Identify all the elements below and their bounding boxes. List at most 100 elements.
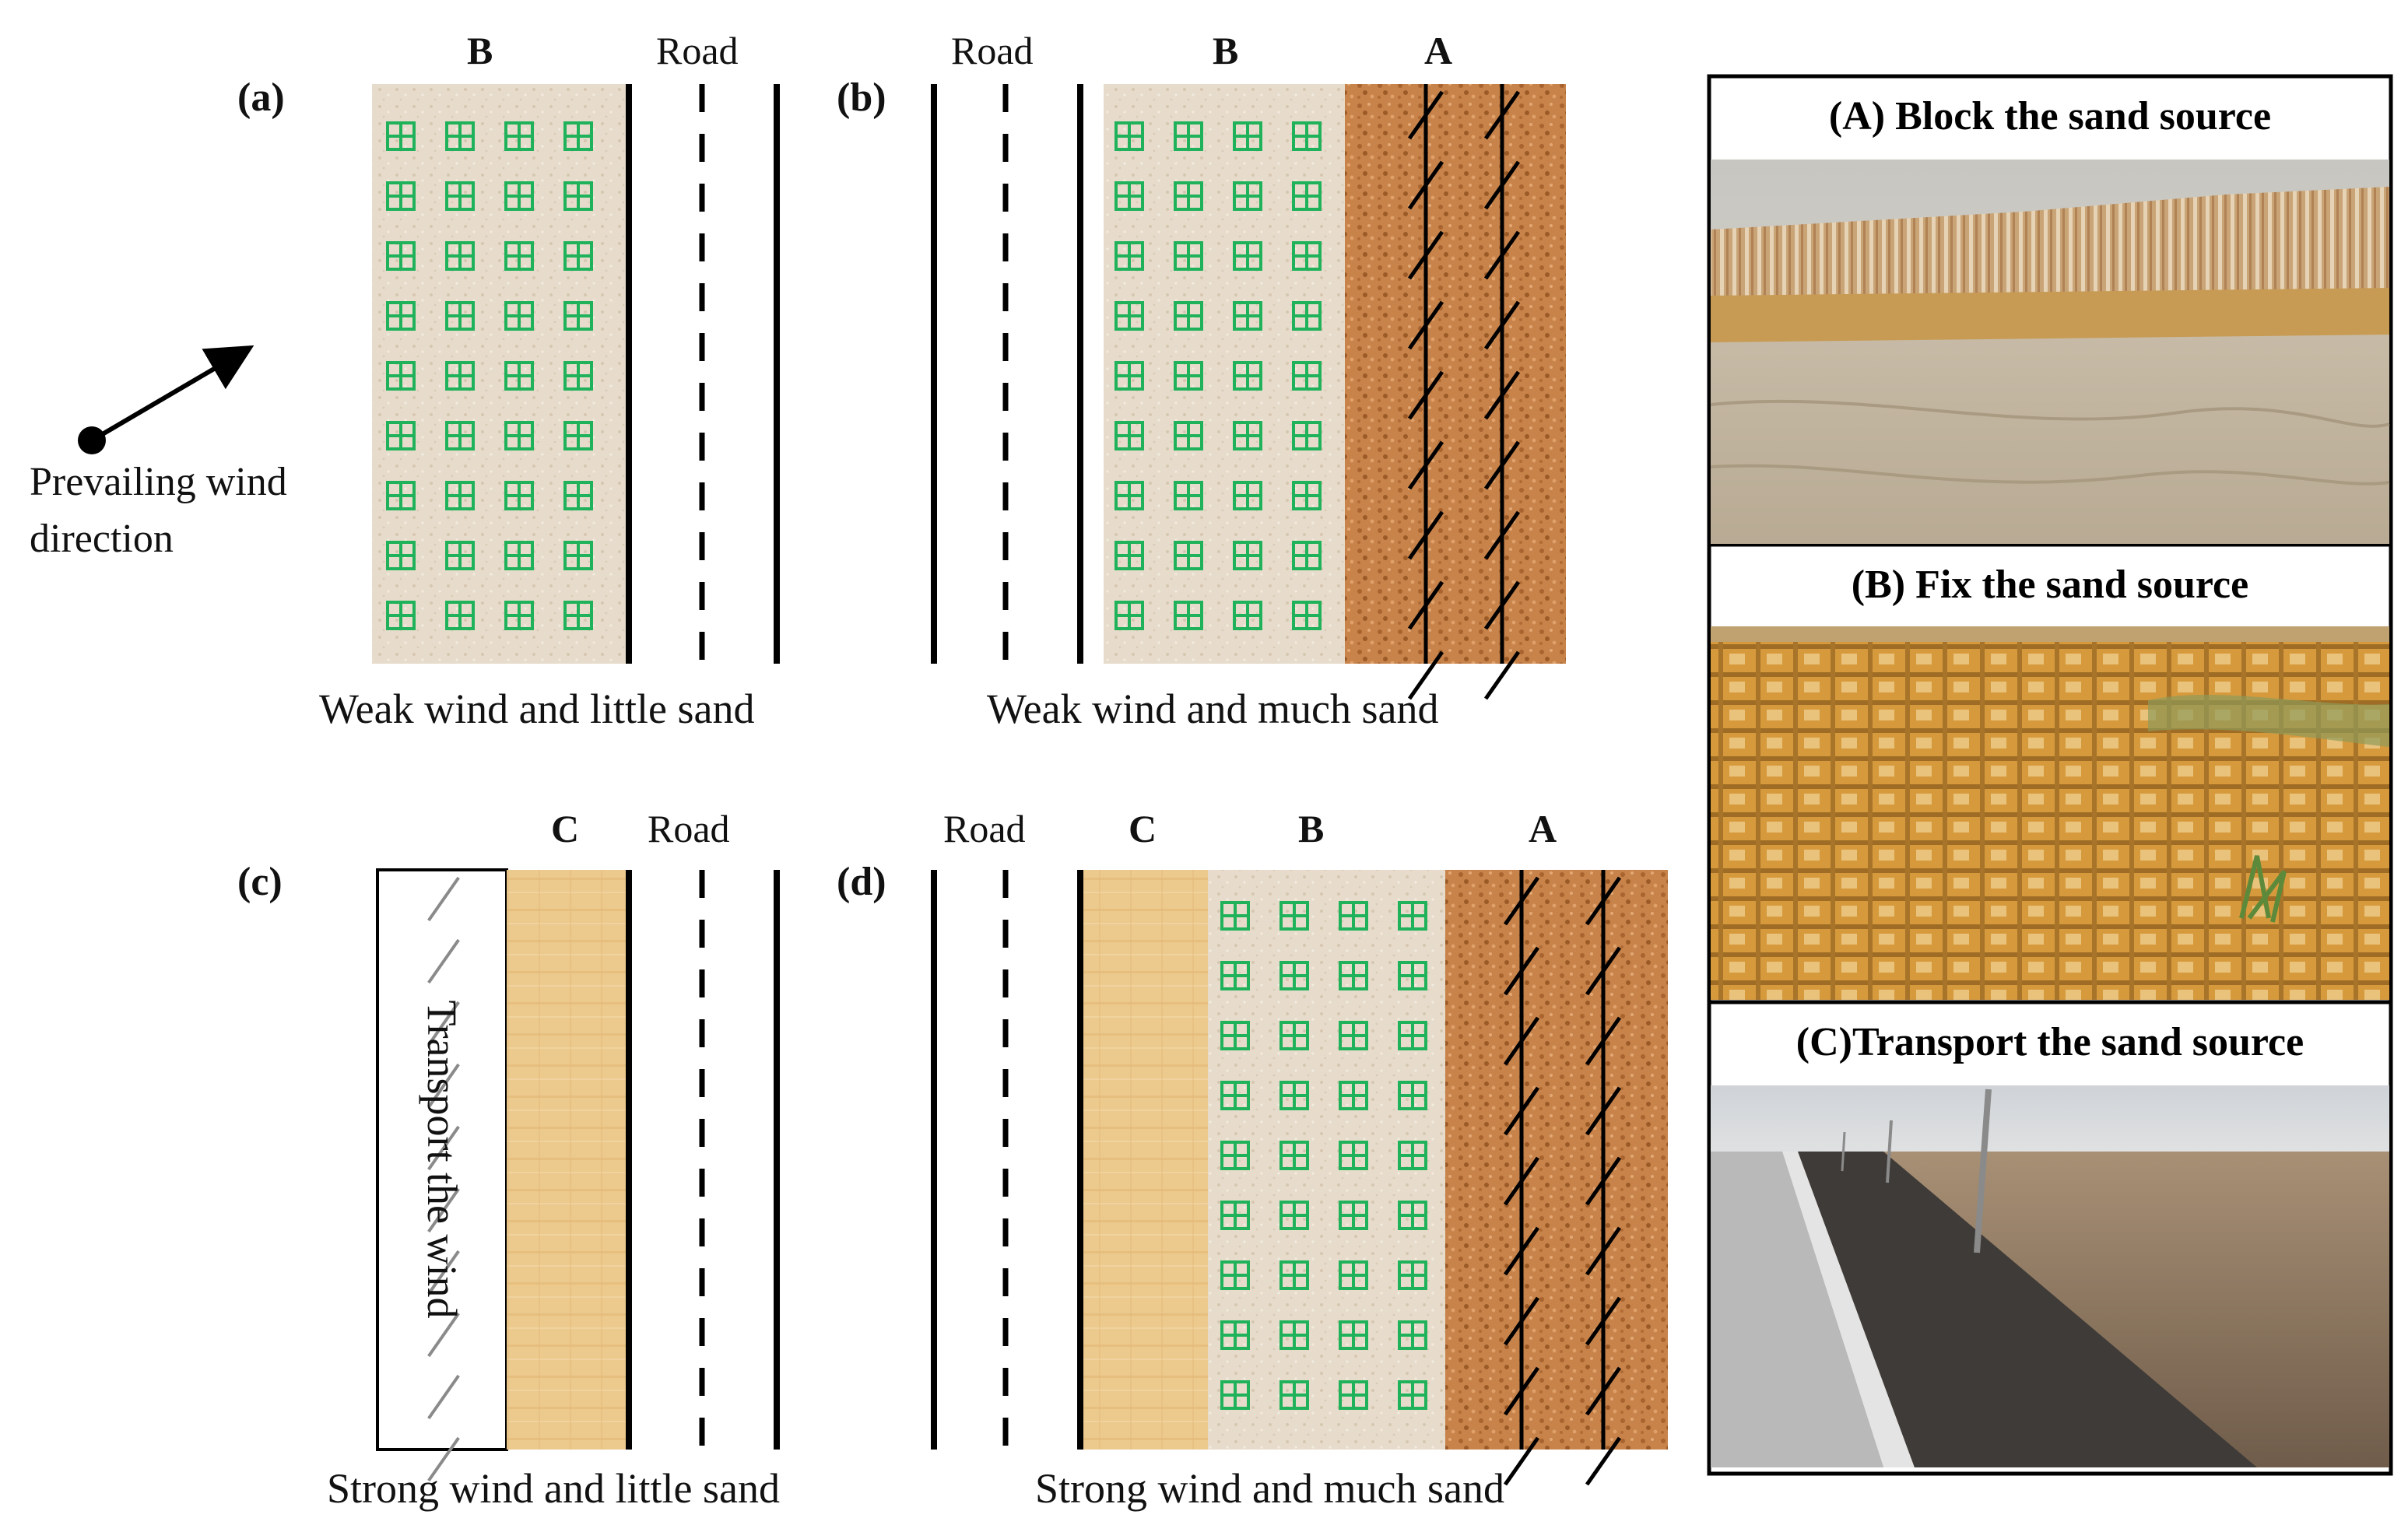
straw-grid-cell — [504, 421, 534, 450]
hatch-mark — [1483, 300, 1521, 350]
panel-b-tag: (b) — [837, 75, 886, 120]
straw-grid-cell — [1233, 481, 1262, 510]
straw-grid-cell — [1220, 1260, 1250, 1290]
straw-grid-cell — [1398, 1380, 1427, 1410]
wind-label-line2: direction — [30, 516, 174, 561]
hatch-mark — [1585, 1226, 1622, 1276]
hatch-mark — [1407, 440, 1444, 490]
wind-label: Prevailing wind direction — [30, 454, 287, 568]
straw-grid-cell — [386, 361, 416, 391]
hatch-mark — [427, 1187, 460, 1233]
straw-grid-cell — [1398, 901, 1427, 931]
panel-c-zone-c-label: C — [551, 807, 580, 850]
hatch-mark — [1585, 1156, 1622, 1206]
straw-grid-cell — [1279, 961, 1309, 990]
photo-b-image — [1711, 626, 2389, 1000]
straw-grid-cell — [1233, 361, 1262, 391]
straw-grid-cell — [1279, 1320, 1309, 1350]
hatch-mark — [427, 1001, 460, 1046]
straw-grid-cell — [1220, 1021, 1250, 1050]
hatch-mark — [1585, 1016, 1622, 1066]
wind-label-line1: Prevailing wind — [30, 460, 287, 504]
straw-grid-cell — [563, 481, 593, 510]
straw-grid-cell — [1292, 181, 1322, 211]
panel-d-zone-c-fill — [1083, 870, 1208, 1450]
straw-grid-cell — [445, 181, 475, 211]
hatch-mark — [1503, 1086, 1540, 1136]
straw-grid-cell — [1174, 121, 1203, 151]
straw-grid-cell — [1114, 301, 1144, 331]
straw-grid-cell — [563, 541, 593, 570]
straw-grid-cell — [1279, 1260, 1309, 1290]
straw-grid-cell — [386, 121, 416, 151]
straw-grid-cell — [504, 541, 534, 570]
straw-grid-cell — [1292, 121, 1322, 151]
hatch-mark — [1585, 876, 1622, 926]
straw-grid-cell — [1174, 481, 1203, 510]
panel-c-zone-c-fill — [507, 870, 629, 1450]
photo-c-title: (C)Transport the sand source — [1795, 1020, 2304, 1064]
straw-grid-cell — [1220, 1380, 1250, 1410]
straw-grid-cell — [445, 421, 475, 450]
panel-d-caption: Strong wind and much sand — [1035, 1465, 1504, 1512]
panel-b-zone-b-fill — [1104, 84, 1345, 664]
hatch-mark — [1503, 1016, 1540, 1066]
hatch-mark — [1503, 1436, 1540, 1486]
straw-grid-cell — [1279, 1380, 1309, 1410]
hatch-mark — [1483, 650, 1521, 700]
hatch-mark — [427, 938, 460, 984]
panel-c-tag: (c) — [237, 860, 283, 904]
straw-grid-cell — [386, 181, 416, 211]
straw-grid-cell — [504, 601, 534, 630]
straw-grid-cell — [445, 241, 475, 271]
straw-grid-cell — [1114, 421, 1144, 450]
straw-grid-cell — [1174, 541, 1203, 570]
straw-grid-cell — [1114, 361, 1144, 391]
hatch-mark — [1407, 230, 1444, 280]
straw-grid-cell — [563, 361, 593, 391]
straw-grid-cell — [563, 601, 593, 630]
straw-grid-cell — [445, 361, 475, 391]
hatch-mark — [1483, 440, 1521, 490]
panel-b-fence-hatch — [1407, 90, 1521, 700]
straw-grid-cell — [1292, 541, 1322, 570]
straw-grid-cell — [445, 601, 475, 630]
photo-b-title: (B) Fix the sand source — [1851, 563, 2249, 607]
straw-grid-cell — [445, 481, 475, 510]
straw-grid-cell — [1233, 241, 1262, 271]
straw-grid-cell — [1398, 1320, 1427, 1350]
hatch-mark — [427, 1374, 460, 1420]
panel-b-zone-a-label: A — [1424, 29, 1453, 72]
straw-grid-cell — [386, 601, 416, 630]
straw-grid-cell — [1398, 1021, 1427, 1050]
straw-grid-cell — [1114, 241, 1144, 271]
straw-grid-cell — [1233, 601, 1262, 630]
hatch-mark — [427, 1063, 460, 1109]
hatch-mark — [1503, 1296, 1540, 1346]
panel-d-zone-a-fill — [1445, 870, 1668, 1450]
hatch-mark — [1503, 1226, 1540, 1276]
panel-b-zone-b-label: B — [1213, 29, 1239, 72]
straw-grid-cell — [1339, 961, 1368, 990]
straw-grid-cell — [1339, 1260, 1368, 1290]
straw-grid-cell — [1292, 301, 1322, 331]
hatch-mark — [427, 1125, 460, 1171]
straw-grid-cell — [1220, 1320, 1250, 1350]
straw-grid-cell — [386, 301, 416, 331]
hatch-mark — [427, 1312, 460, 1358]
straw-grid-cell — [1174, 361, 1203, 391]
hatch-mark — [427, 1436, 460, 1482]
straw-grid-cell — [563, 421, 593, 450]
panel-d-zone-a-label: A — [1529, 807, 1557, 850]
straw-grid-cell — [1220, 1141, 1250, 1170]
panel-b-road-label: Road — [951, 29, 1034, 72]
hatch-mark — [1483, 580, 1521, 630]
straw-grid-cell — [504, 181, 534, 211]
panel-d-zone-b-label: B — [1298, 807, 1325, 850]
panel-d-tag: (d) — [837, 860, 886, 904]
photo-c-image — [1711, 1085, 2389, 1467]
straw-grid-cell — [1398, 1141, 1427, 1170]
panel-a-zone-b-label: B — [467, 29, 493, 72]
straw-grid-cell — [1279, 1081, 1309, 1110]
hatch-mark — [1585, 946, 1622, 996]
